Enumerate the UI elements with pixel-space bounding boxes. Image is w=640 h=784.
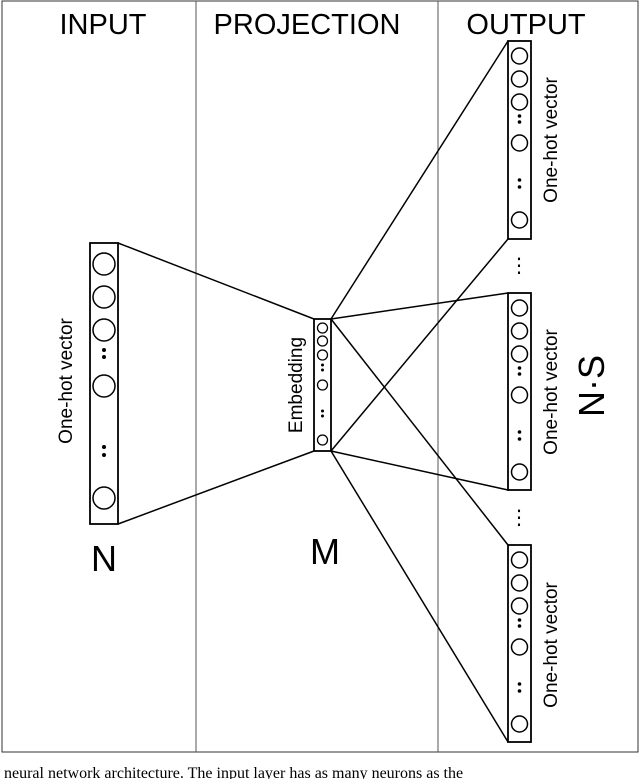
neuron	[510, 322, 529, 340]
neuron	[92, 252, 116, 276]
column-header-projection: PROJECTION	[214, 9, 401, 41]
neuron	[510, 299, 529, 317]
output-vector	[507, 544, 532, 743]
column-header-input: INPUT	[60, 9, 147, 41]
neuron	[510, 211, 529, 229]
neuron	[92, 285, 116, 309]
figure-caption: neural network architecture. The input l…	[4, 765, 464, 779]
neuron	[510, 597, 529, 615]
neuron	[510, 134, 529, 152]
column-header-output: OUTPUT	[466, 9, 586, 41]
neuron	[510, 715, 529, 733]
input-vector	[89, 242, 119, 525]
output-size-symbol: N·S	[571, 355, 612, 417]
neuron	[92, 318, 116, 342]
neuron	[510, 47, 529, 65]
projection-size-symbol: M	[310, 531, 340, 572]
output-vector	[507, 292, 532, 491]
neuron	[316, 335, 329, 347]
neuron	[510, 386, 529, 404]
output-vector-label: One-hot vector	[541, 328, 562, 454]
neuron	[316, 434, 329, 446]
neuron	[510, 345, 529, 363]
neuron	[510, 574, 529, 592]
diagram-frame	[1, 0, 639, 753]
gap-ellipsis: ⋮	[509, 255, 529, 277]
neuron	[92, 486, 116, 510]
neuron	[92, 374, 116, 398]
connections	[117, 40, 509, 743]
neuron	[510, 551, 529, 569]
neuron	[510, 638, 529, 656]
output-vector	[507, 40, 532, 240]
output-vector-label: One-hot vector	[541, 76, 562, 202]
input-vector-label: One-hot vector	[56, 317, 77, 443]
neuron	[510, 93, 529, 111]
output-vector-label: One-hot vector	[541, 581, 562, 707]
neuron	[510, 70, 529, 88]
neuron	[510, 463, 529, 481]
neuron	[316, 349, 329, 361]
input-size-symbol: N	[91, 538, 117, 579]
embedding-label: Embedding	[286, 337, 307, 433]
embedding-vector	[313, 318, 332, 452]
neuron	[316, 322, 329, 334]
neuron	[316, 379, 329, 391]
gap-ellipsis: ⋮	[509, 507, 529, 529]
